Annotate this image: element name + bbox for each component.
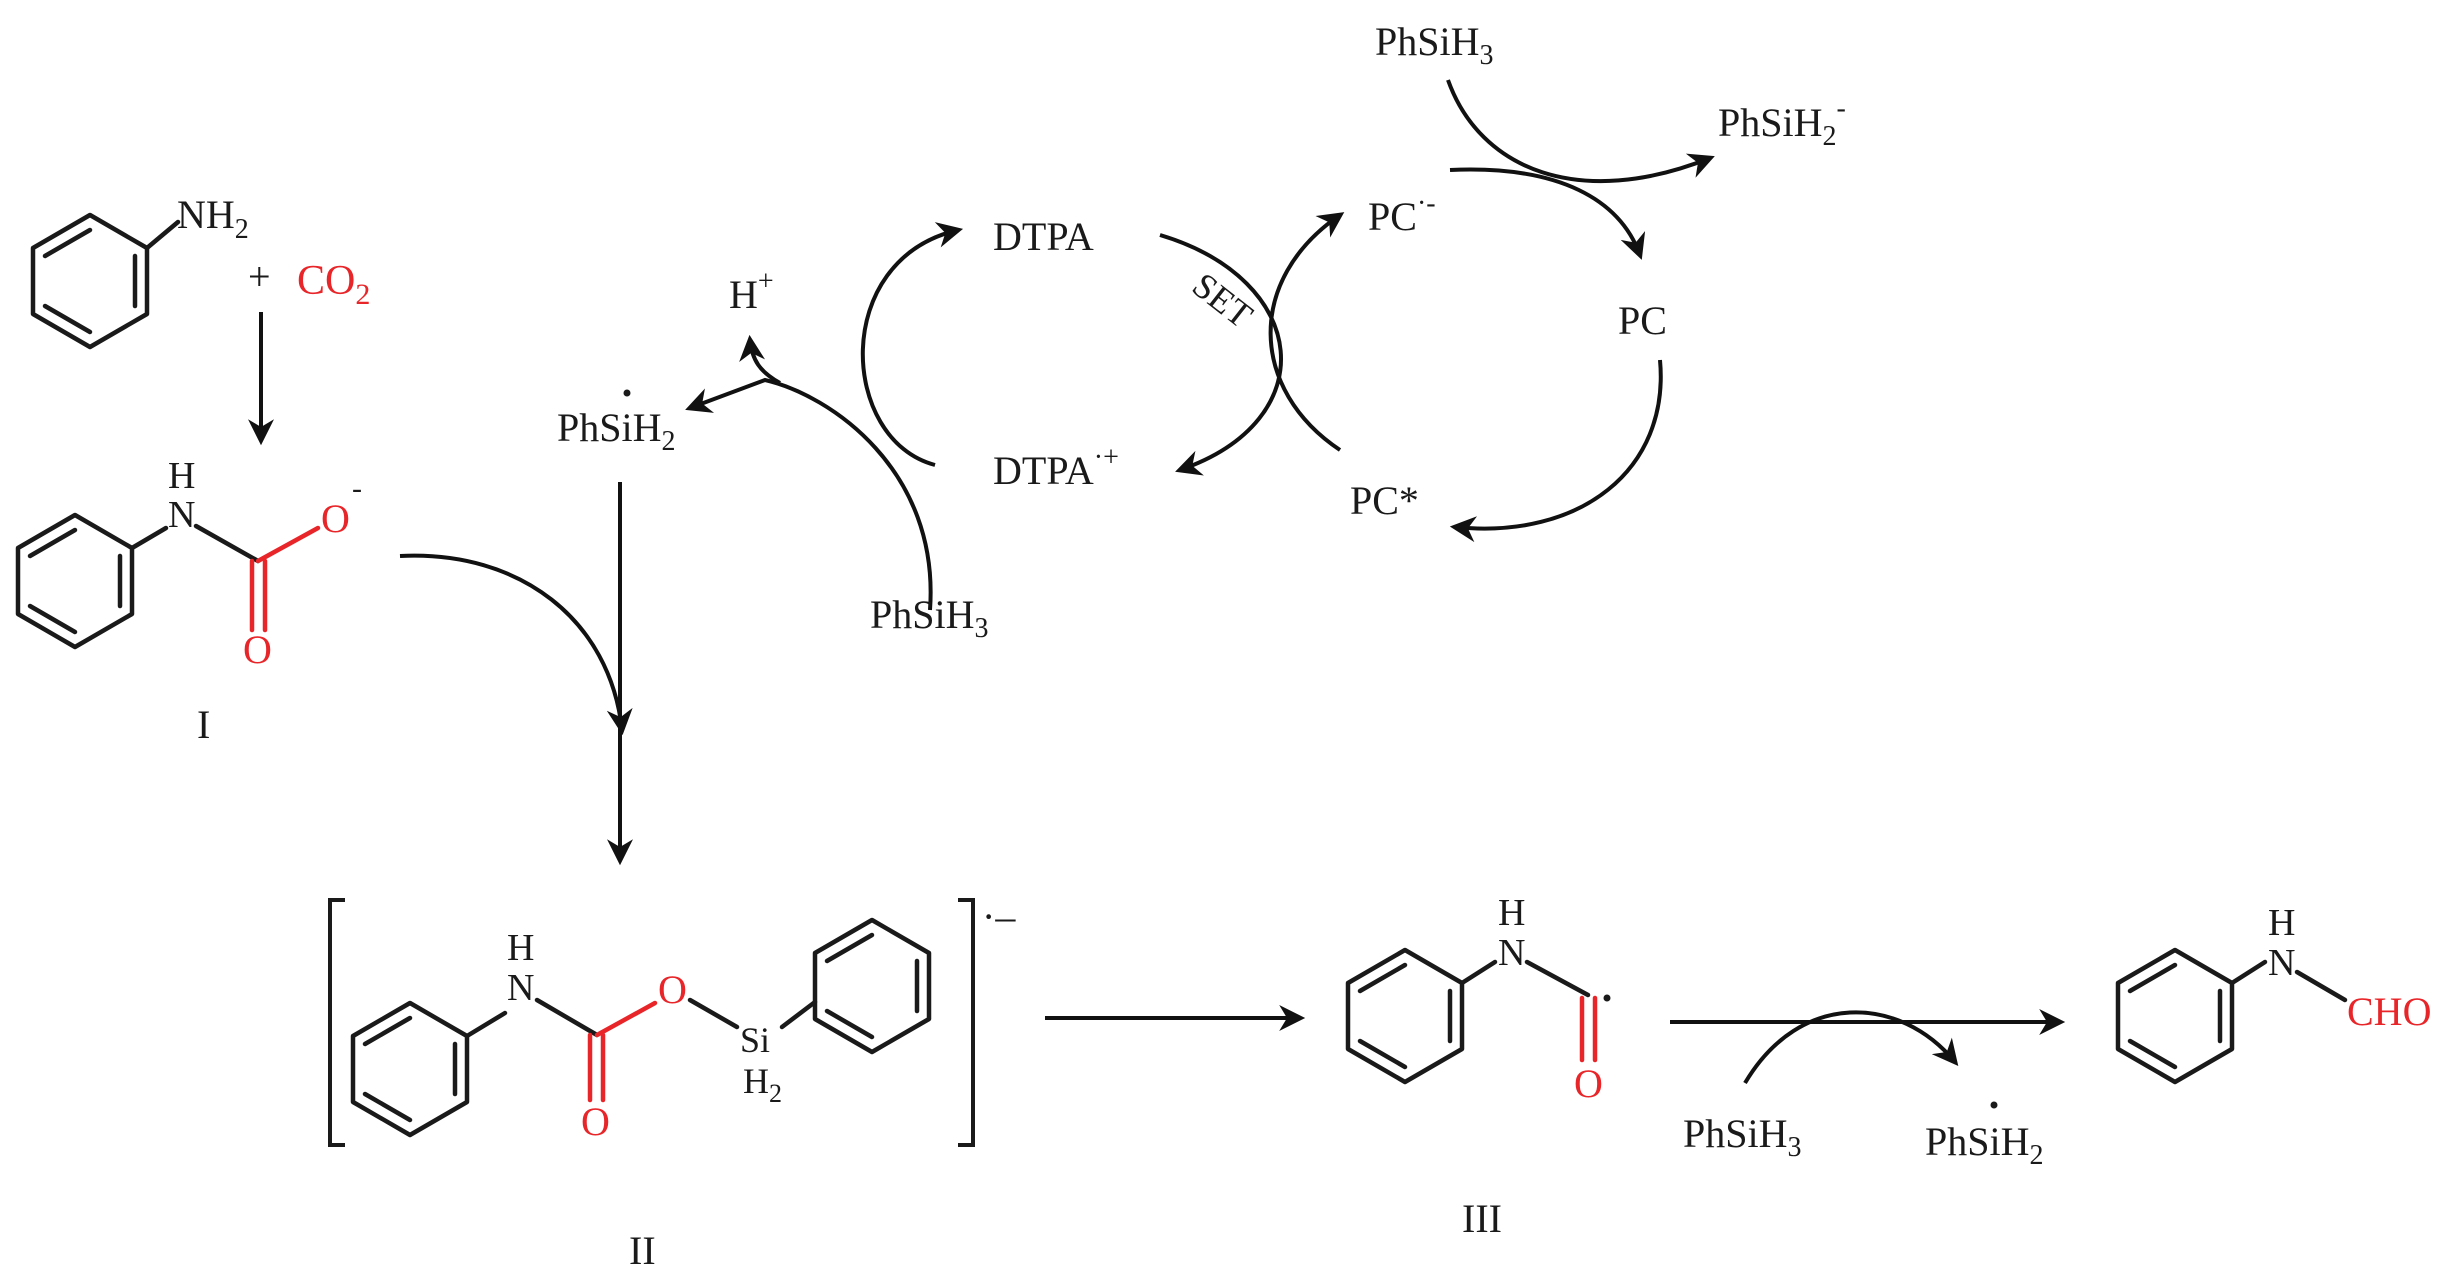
benzene-ring (1345, 947, 1465, 1085)
o-label: O (1574, 1061, 1603, 1106)
h-label: H (507, 927, 534, 969)
h2-label: H2 (743, 1061, 782, 1108)
dtpa-cation-label: DTPA·+ (993, 442, 1119, 493)
phsih2-radical-bottom: PhSiH2 (1925, 1119, 2044, 1171)
o-minus-charge: - (352, 472, 362, 505)
arrow-phsih3-to-radical-bottom (1743, 1010, 1959, 1085)
label-intermediate-II: II (629, 1228, 656, 1273)
product-formanilide: H N CHO (2115, 902, 2431, 1085)
radical-dot (623, 389, 631, 397)
arrow-pc-anion-to-pc (1449, 167, 1646, 260)
co2-label: CO2 (297, 258, 370, 311)
aniline-molecule: NH2 (30, 192, 249, 350)
benzene-ring (30, 212, 150, 350)
arrow-dtpa-to-dtpa-cation (1159, 233, 1283, 476)
n-label: N (507, 967, 534, 1009)
bracket-charge: ·– (982, 894, 1016, 939)
arrow-phsih3-to-radical (685, 377, 933, 611)
arrow-to-h-plus (739, 334, 781, 385)
intermediate-II-silyl-carbamate: ·– H N O O Si H2 (328, 894, 1016, 1147)
cho-label: CHO (2347, 989, 2431, 1034)
phsih3-bottom-label: PhSiH3 (870, 592, 989, 644)
phsih2-radical: PhSiH2 (557, 405, 676, 457)
c-n-bond (144, 219, 181, 251)
right-bracket (958, 898, 975, 1147)
arrow-pcstar-to-pc-anion (1268, 212, 1345, 452)
plus-sign: + (248, 254, 271, 299)
n-label: N (168, 494, 195, 536)
arrow-I-to-II (399, 553, 633, 736)
intermediate-III-carbamoyl-radical: H N O (1345, 892, 1611, 1106)
pc-star-label: PC* (1350, 478, 1419, 523)
label-intermediate-III: III (1462, 1196, 1502, 1241)
benzene-ring (15, 512, 135, 650)
phsih3-top-label: PhSiH3 (1375, 19, 1494, 71)
phsih2-anion-label: PhSiH2- (1718, 93, 1846, 152)
h-label: H (1498, 892, 1525, 934)
set-label: SET (1185, 265, 1260, 336)
benzene-ring (2115, 947, 2235, 1085)
h-plus-label: H+ (729, 266, 774, 317)
radical-dot (1990, 1101, 1998, 1109)
n-label: N (2268, 942, 2295, 984)
arrow-pc-to-pcstar (1449, 359, 1663, 543)
o-label: O (581, 1099, 610, 1144)
o-label: O (321, 496, 350, 541)
benzene-ring (350, 1000, 470, 1138)
nh2-label: NH2 (177, 192, 249, 245)
h-label: H (2268, 902, 2295, 944)
h-label: H (168, 455, 195, 497)
n-label: N (1498, 932, 1525, 974)
o-label: O (243, 627, 272, 672)
arrow-phsih3-to-anion (1446, 79, 1715, 184)
dtpa-label: DTPA (993, 214, 1094, 259)
benzene-ring (812, 917, 932, 1055)
pc-anion-label: PC·- (1368, 188, 1436, 239)
left-bracket (328, 898, 345, 1147)
radical-dot (1603, 994, 1611, 1002)
arrow-dtpa-cation-to-dtpa (860, 222, 964, 467)
o-label: O (658, 967, 687, 1012)
pc-label: PC (1618, 298, 1667, 343)
phsih3-bottom-reagent: PhSiH3 (1683, 1111, 1802, 1163)
label-intermediate-I: I (197, 702, 210, 747)
si-label: Si (740, 1020, 770, 1060)
intermediate-I-carbamate: H N O - O (15, 455, 362, 672)
